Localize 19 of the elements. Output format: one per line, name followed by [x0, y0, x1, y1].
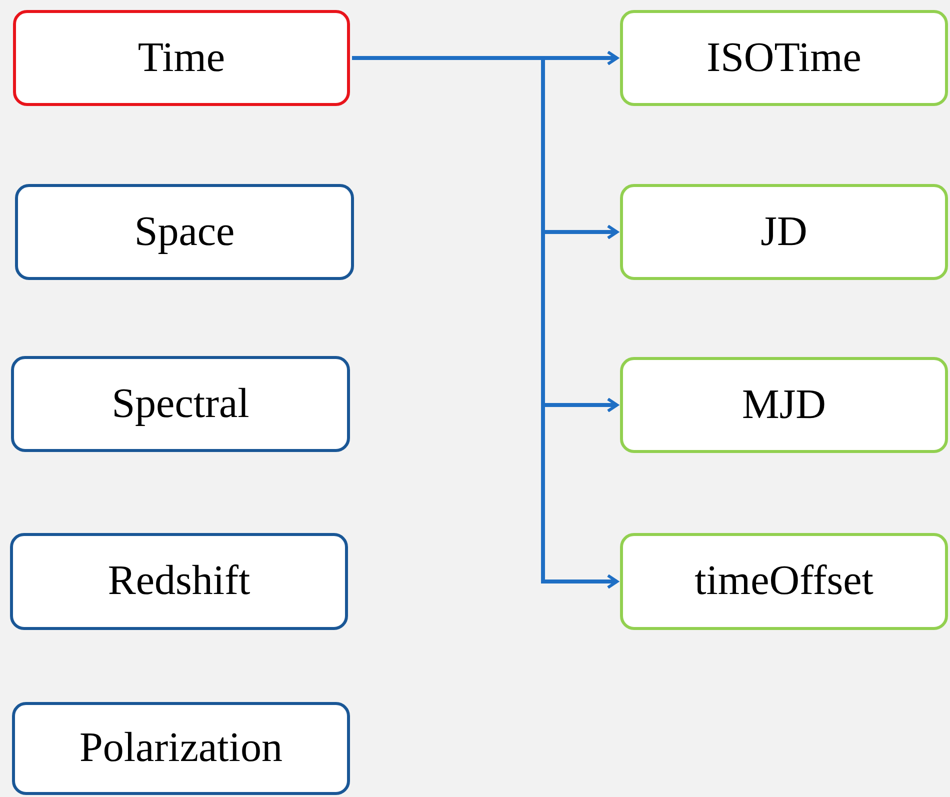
rounded-box: [15, 184, 354, 280]
rounded-box: [12, 702, 350, 795]
box-label: JD: [760, 208, 808, 257]
box-label: Redshift: [108, 557, 250, 606]
rounded-box: [620, 10, 948, 106]
box-label: Polarization: [80, 724, 282, 774]
rounded-box: [620, 357, 948, 453]
rounded-box: [10, 533, 348, 630]
arrow: [352, 56, 618, 589]
rounded-box: [620, 533, 948, 630]
box-label: Spectral: [112, 380, 250, 429]
box-label: Time: [138, 34, 226, 83]
box-label: MJD: [742, 380, 826, 430]
rounded-box: [13, 10, 350, 106]
rounded-box: [11, 356, 350, 452]
box-label: ISOTime: [706, 34, 862, 83]
rounded-box: [620, 184, 948, 280]
box-label: timeOffset: [694, 557, 874, 606]
box-label: Space: [134, 208, 235, 257]
